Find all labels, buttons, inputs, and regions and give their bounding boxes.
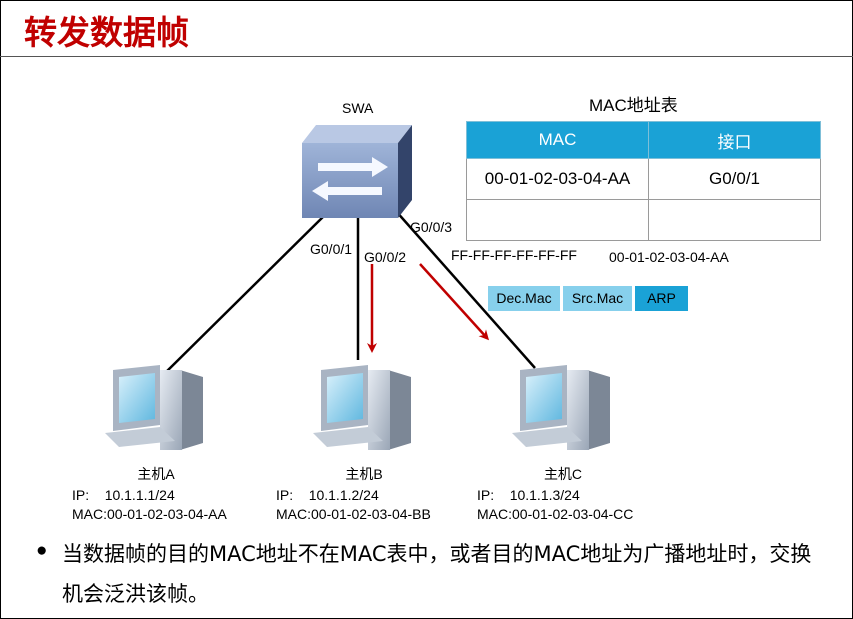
mac-table-title: MAC地址表 (589, 96, 678, 115)
table-cell-mac (466, 199, 649, 241)
host-b-ip-label: IP: (276, 487, 294, 503)
host-b-info: IP: 10.1.1.2/24 MAC:00-01-02-03-04-BB (276, 486, 431, 524)
port-label-g001: G0/0/1 (310, 241, 353, 257)
mac-table-header-mac: MAC (466, 121, 649, 159)
host-a-computer-icon (105, 365, 203, 450)
host-a-info: IP: 10.1.1.1/24 MAC:00-01-02-03-04-AA (72, 486, 227, 524)
frame-field-dec-mac: Dec.Mac (488, 286, 560, 311)
host-a-mac-label: MAC: (72, 506, 107, 522)
bullet-icon: ● (36, 540, 48, 561)
frame-dst-mac: FF-FF-FF-FF-FF-FF (451, 247, 577, 263)
host-c-ip-label: IP: (477, 487, 495, 503)
host-c-computer-icon (512, 365, 610, 450)
flood-arrow-to-c (419, 263, 490, 341)
table-cell-mac: 00-01-02-03-04-AA (466, 158, 649, 200)
frame-src-mac: 00-01-02-03-04-AA (609, 249, 729, 265)
mac-table-header-port: 接口 (648, 121, 821, 159)
host-c-mac-label: MAC: (477, 506, 512, 522)
host-a-ip: 10.1.1.1/24 (104, 487, 175, 503)
port-label-g002: G0/0/2 (364, 249, 407, 265)
host-a-label: 主机A (137, 466, 175, 482)
host-b-label: 主机B (345, 466, 383, 482)
table-cell-port: G0/0/1 (648, 158, 821, 200)
host-c-ip: 10.1.1.3/24 (509, 487, 580, 503)
host-b-mac: 00-01-02-03-04-BB (311, 506, 431, 522)
link-to-host-a (159, 209, 331, 379)
page-title: 转发数据帧 (24, 13, 189, 52)
title-divider (0, 56, 853, 57)
host-b-computer-icon (313, 365, 411, 450)
frame-field-arp: ARP (635, 286, 688, 311)
switch-name: SWA (342, 100, 374, 116)
link-to-host-c (394, 209, 536, 369)
host-a-ip-label: IP: (72, 487, 90, 503)
host-a-mac: 00-01-02-03-04-AA (107, 506, 227, 522)
host-c-label: 主机C (543, 466, 583, 482)
host-c-info: IP: 10.1.1.3/24 MAC:00-01-02-03-04-CC (477, 486, 633, 524)
table-row (466, 199, 821, 241)
port-label-g003: G0/0/3 (410, 219, 453, 235)
frame-field-src-mac: Src.Mac (563, 286, 632, 311)
host-b-ip: 10.1.1.2/24 (308, 487, 379, 503)
flooding-note: 当数据帧的目的MAC地址不在MAC表中，或者目的MAC地址为广播地址时，交换机会… (62, 542, 812, 606)
switch-icon (302, 125, 412, 218)
mac-address-table: MAC 接口 00-01-02-03-04-AA G0/0/1 (466, 121, 821, 241)
host-c-mac: 00-01-02-03-04-CC (512, 506, 634, 522)
table-row: 00-01-02-03-04-AA G0/0/1 (466, 158, 821, 200)
table-cell-port (648, 199, 821, 241)
host-b-mac-label: MAC: (276, 506, 311, 522)
